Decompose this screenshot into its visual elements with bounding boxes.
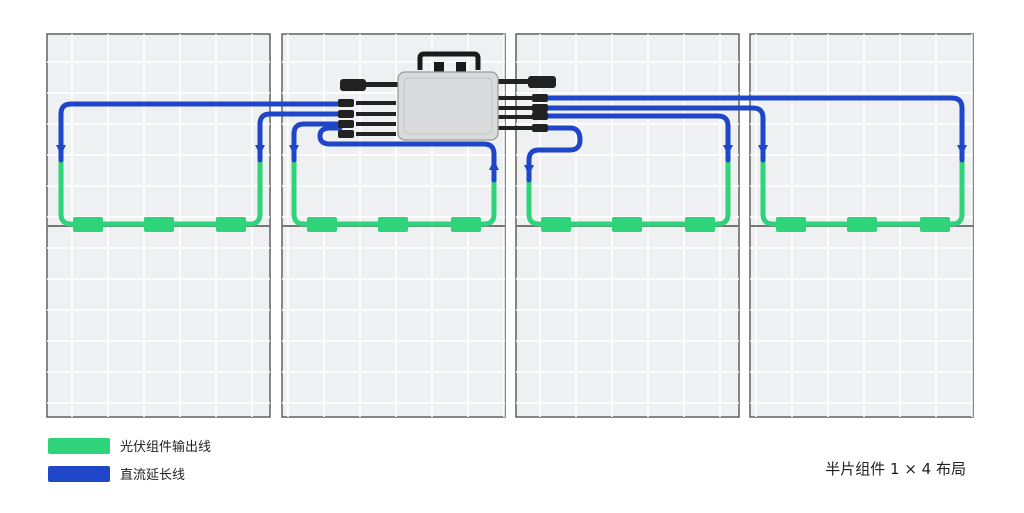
mc4-connector-icon: [338, 76, 556, 138]
legend-pv-output: 光伏组件输出线: [48, 436, 211, 455]
legend-label-pv-output: 光伏组件输出线: [120, 440, 212, 455]
legend-swatch-blue: [48, 465, 110, 482]
dc-cable-1a: [58, 101, 341, 163]
legend-dc-extension: 直流延长线: [48, 464, 185, 483]
dc-cable-4a: [545, 105, 766, 163]
dc-cable-3b: [545, 113, 731, 163]
dc-cable-2b: [317, 125, 497, 183]
dc-cable-3a: [526, 125, 583, 183]
junction-box-icon: [73, 217, 950, 232]
legend-label-dc-extension: 直流延长线: [120, 468, 186, 483]
wiring-diagram: [46, 33, 974, 418]
microinverter-icon: [397, 51, 499, 141]
legend-swatch-green: [48, 437, 110, 454]
layout-caption: 半片组件 1 × 4 布局: [825, 460, 966, 478]
dc-cable-4b: [545, 95, 965, 163]
dc-cable-2a: [291, 121, 341, 163]
dc-cable-1b: [257, 111, 341, 163]
